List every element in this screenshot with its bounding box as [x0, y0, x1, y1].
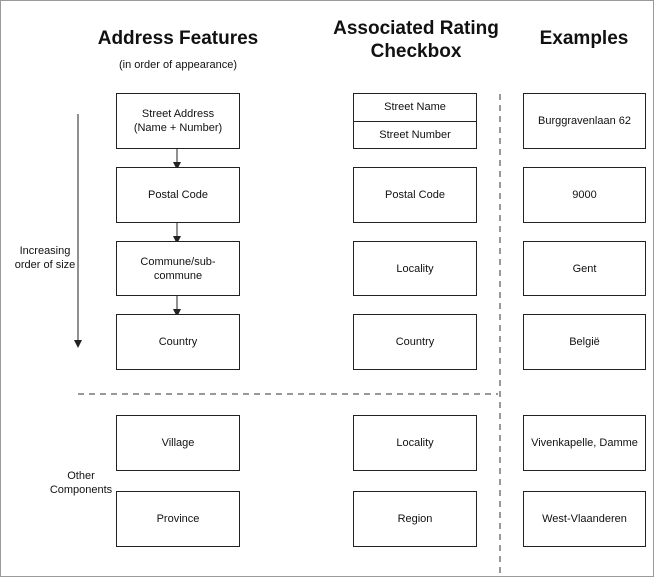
other-components-label: Other Components [45, 469, 117, 497]
example-postal-box: 9000 [523, 167, 646, 223]
features-heading: Address Features [97, 28, 259, 49]
rating-locality-other-box: Locality [353, 415, 477, 471]
rating-region-box: Region [353, 491, 477, 547]
example-country-box: België [523, 314, 646, 370]
other-components-label-line2: Components [49, 484, 113, 496]
rating-heading: Associated Rating Checkbox [313, 17, 519, 63]
feature-commune-line2: commune [153, 269, 203, 282]
rating-street-box: Street Name Street Number [353, 93, 477, 149]
rating-postal-code-box: Postal Code [353, 167, 477, 223]
rating-street-number: Street Number [354, 120, 476, 149]
rating-country-box: Country [353, 314, 477, 370]
feature-village-box: Village [116, 415, 240, 471]
size-order-label-line1: Increasing [19, 245, 71, 257]
feature-street-address-line2: (Name + Number) [133, 122, 223, 134]
feature-postal-code-box: Postal Code [116, 167, 240, 223]
feature-street-address-line1: Street Address [141, 108, 215, 120]
example-province-box: West-Vlaanderen [523, 491, 646, 547]
other-components-label-line1: Other [67, 470, 95, 482]
examples-heading: Examples [539, 28, 629, 49]
features-note: (in order of appearance) [118, 59, 237, 71]
size-order-label: Increasing order of size [5, 244, 85, 272]
feature-province-box: Province [116, 491, 240, 547]
feature-commune-line1: Commune/sub- [140, 255, 216, 268]
rating-street-name: Street Name [384, 101, 446, 114]
rating-heading-line2: Checkbox [370, 41, 462, 62]
feature-commune-box: Commune/sub- commune [116, 241, 240, 296]
example-commune-box: Gent [523, 241, 646, 296]
feature-street-address-box: Street Address (Name + Number) [116, 93, 240, 149]
size-order-label-line2: order of size [14, 259, 76, 271]
example-village-box: Vivenkapelle, Damme [523, 415, 646, 471]
example-street-box: Burggravenlaan 62 [523, 93, 646, 149]
rating-heading-line1: Associated Rating [333, 18, 499, 39]
rating-locality-box: Locality [353, 241, 477, 296]
feature-country-box: Country [116, 314, 240, 370]
